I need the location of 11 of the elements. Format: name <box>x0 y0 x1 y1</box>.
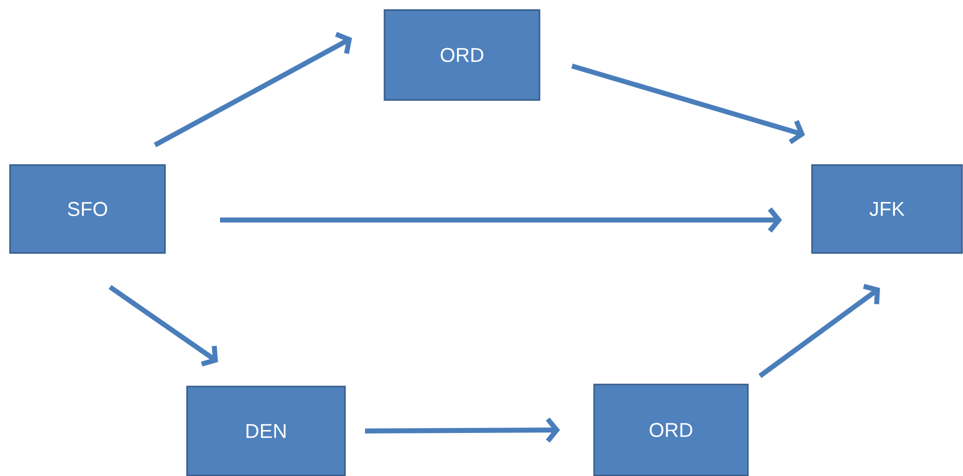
airport-box: JFK <box>811 164 963 254</box>
arrow <box>108 284 218 366</box>
airport-box: ORD <box>593 384 749 476</box>
airport-box: ORD <box>384 9 540 101</box>
arrow <box>571 64 805 144</box>
airport-box: SFO <box>9 164 166 254</box>
arrow <box>758 284 880 378</box>
arrow <box>220 207 782 233</box>
arrow <box>365 417 560 443</box>
arrow <box>154 32 352 148</box>
airport-box: DEN <box>186 386 346 476</box>
